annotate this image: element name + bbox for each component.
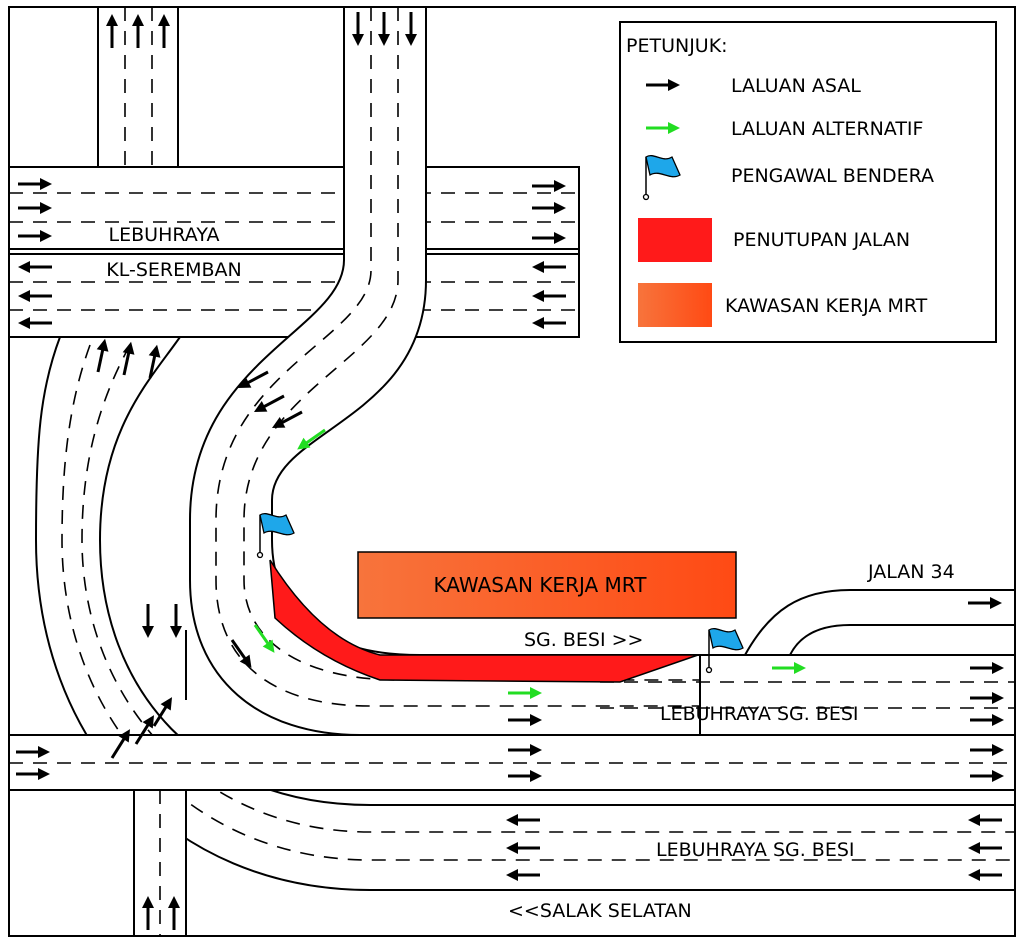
legend-item-label: PENGAWAL BENDERA	[731, 165, 934, 187]
kl-seremban-highway	[8, 166, 580, 338]
legend-item-label: LALUAN ALTERNATIF	[731, 118, 923, 140]
sg-besi-direction-label: SG. BESI >>	[524, 629, 643, 651]
sg-besi-lower-label: LEBUHRAYA SG. BESI	[656, 839, 855, 861]
south-road-bottom	[8, 789, 135, 937]
mrt-work-zone	[357, 551, 737, 619]
legend: PETUNJUK: LALUAN ASAL LALUAN ALTERNATIF …	[619, 21, 997, 343]
red-rectangle-icon	[638, 218, 712, 262]
salak-selatan-label: <<SALAK SELATAN	[508, 900, 692, 922]
legend-item-label: LALUAN ASAL	[731, 75, 861, 97]
legend-item-label: KAWASAN KERJA MRT	[725, 295, 928, 317]
jalan-34-label: JALAN 34	[867, 561, 955, 583]
kl-seremban-label-line2: KL-SEREMBAN	[106, 259, 241, 281]
legend-item-label: PENUTUPAN JALAN	[733, 229, 910, 251]
road-closure-area	[269, 559, 699, 683]
kl-seremban-label-line1: LEBUHRAYA	[109, 224, 220, 246]
legend-title: PETUNJUK:	[626, 35, 728, 57]
sg-besi-upper-label: LEBUHRAYA SG. BESI	[660, 703, 859, 725]
jalan-34-road	[743, 589, 1016, 656]
mrt-work-zone-label: KAWASAN KERJA MRT	[434, 573, 648, 597]
orange-rectangle-icon	[638, 283, 712, 327]
